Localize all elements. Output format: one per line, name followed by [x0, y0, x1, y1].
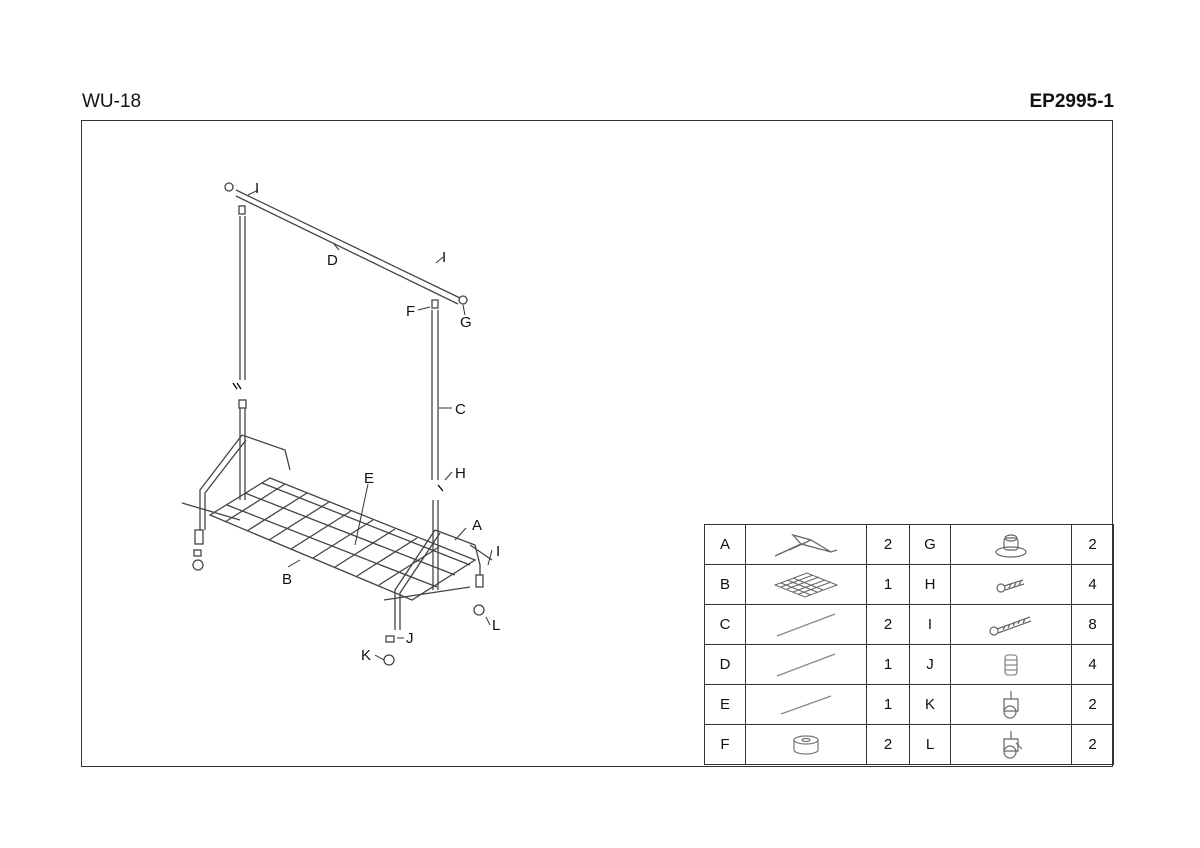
part-letter: G: [909, 524, 951, 565]
parts-row: A 2 G 2: [704, 524, 1114, 565]
part-letter: E: [704, 684, 746, 725]
callout-i-base: I: [496, 543, 500, 560]
long-screw-icon: [950, 604, 1072, 645]
callout-i-top-right: I: [442, 249, 446, 266]
base-frame-left: [181, 434, 291, 571]
assembly-frame: [81, 120, 1113, 767]
parts-row: D 1 J 4: [704, 644, 1114, 685]
end-cap-icon: [950, 524, 1072, 565]
callout-leaders: [247, 189, 493, 661]
callout-b: B: [282, 571, 292, 588]
hanging-rail: [224, 182, 468, 305]
callout-l: L: [492, 617, 500, 634]
base-frame-right: [383, 529, 493, 666]
part-quantity: 2: [1071, 524, 1114, 565]
parts-row: E 1 K 2: [704, 684, 1114, 725]
part-quantity: 4: [1071, 644, 1114, 685]
part-letter: B: [704, 564, 746, 605]
part-quantity: 1: [866, 644, 910, 685]
part-letter: J: [909, 644, 951, 685]
document-code: EP2995-1: [1029, 91, 1114, 112]
callout-i-top-left: I: [255, 180, 259, 197]
callout-d: D: [327, 252, 338, 269]
part-letter: F: [704, 724, 746, 765]
support-bar-icon: [745, 684, 867, 725]
part-quantity: 4: [1071, 564, 1114, 605]
spring-washer-icon: [950, 644, 1072, 685]
part-quantity: 2: [866, 724, 910, 765]
callout-c: C: [455, 401, 466, 418]
part-letter: K: [909, 684, 951, 725]
parts-row: F 2 L 2: [704, 724, 1114, 765]
callout-f: F: [406, 303, 415, 320]
hanging-rail-icon: [745, 644, 867, 685]
connector-cap-icon: [745, 724, 867, 765]
short-screw-icon: [950, 564, 1072, 605]
caster-icon: [950, 684, 1072, 725]
part-letter: D: [704, 644, 746, 685]
callout-a: A: [472, 517, 482, 534]
wire-shelf: [208, 477, 477, 601]
locking-caster-icon: [950, 724, 1072, 765]
parts-row: C 2 I 8: [704, 604, 1114, 645]
part-quantity: 2: [1071, 724, 1114, 765]
parts-row: B 1 H 4: [704, 564, 1114, 605]
left-upright: [232, 205, 247, 500]
parts-list-table: A 2 G 2 B 1 H 4 C 2 I 8 D: [704, 524, 1114, 765]
part-letter: L: [909, 724, 951, 765]
part-letter: A: [704, 524, 746, 565]
part-quantity: 8: [1071, 604, 1114, 645]
part-quantity: 2: [866, 604, 910, 645]
right-upright: [431, 299, 444, 590]
callout-k: K: [361, 647, 371, 664]
callout-g: G: [460, 314, 472, 331]
callout-e: E: [364, 470, 374, 487]
upright-tube-icon: [745, 604, 867, 645]
callout-j: J: [406, 630, 414, 647]
part-quantity: 1: [866, 564, 910, 605]
part-quantity: 2: [866, 524, 910, 565]
part-quantity: 1: [866, 684, 910, 725]
part-letter: H: [909, 564, 951, 605]
wire-shelf-icon: [745, 564, 867, 605]
callout-h: H: [455, 465, 466, 482]
base-frame-icon: [745, 524, 867, 565]
part-letter: I: [909, 604, 951, 645]
model-number: WU-18: [82, 91, 142, 112]
part-letter: C: [704, 604, 746, 645]
part-quantity: 2: [1071, 684, 1114, 725]
